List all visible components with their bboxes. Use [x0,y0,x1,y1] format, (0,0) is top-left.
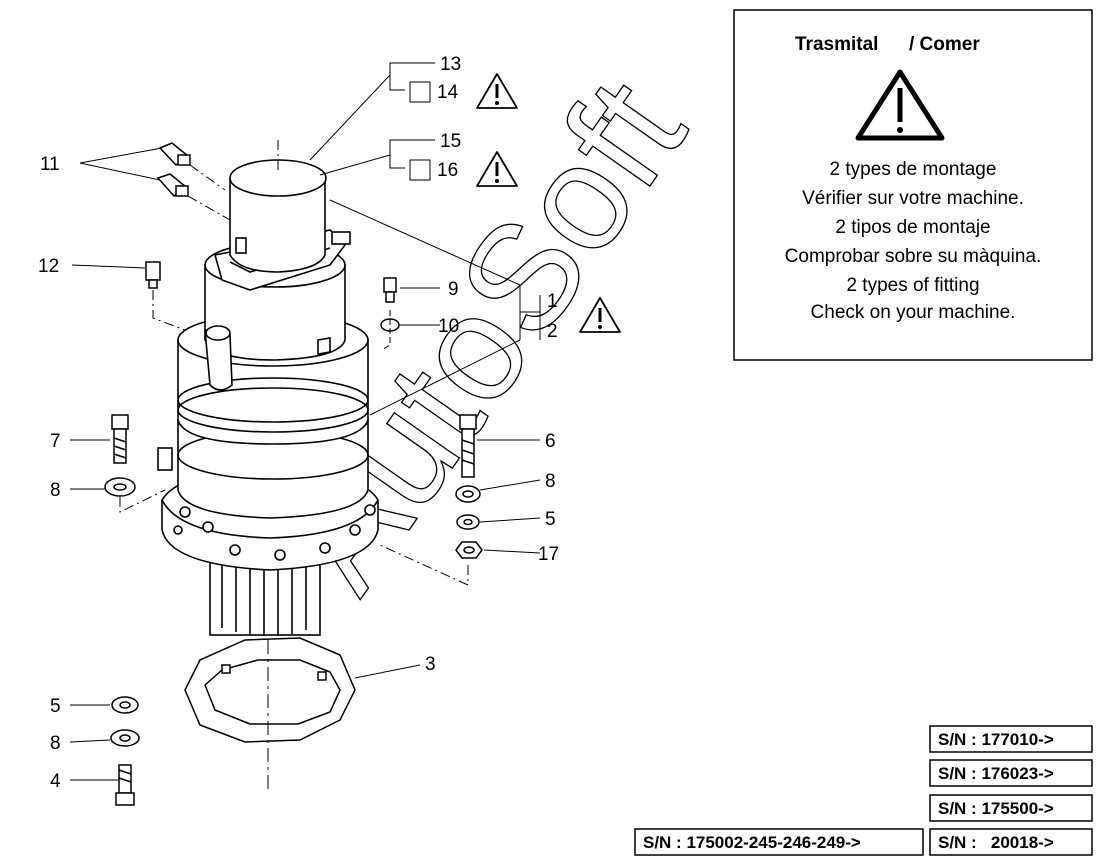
info-line-2: Vérifier sur votre machine. [802,188,1024,209]
callout-5-right: 5 [545,509,556,530]
callout-17: 17 [538,544,559,565]
serial-number-labels: S/N : 177010-> S/N : 176023-> S/N : 1755… [634,725,1093,856]
washer-8-bottom [110,729,140,747]
callout-8-bottom: 8 [50,733,61,754]
bolt-12 [145,261,161,289]
callout-2: 2 [547,321,558,342]
callout-4: 4 [50,771,61,792]
callout-8-left: 8 [50,480,61,501]
callout-14: 14 [437,82,459,103]
info-line-5: 2 types of fitting [846,275,979,296]
warning-triangle-icon [855,69,945,141]
info-title-right: / Comer [909,34,980,55]
callout-15: 15 [440,131,461,152]
fitting-11a [158,142,191,167]
bolt-4 [115,764,135,806]
bolt-7 [111,414,129,464]
nut-17 [455,541,483,559]
screw-9 [383,277,397,303]
leader-lines [69,62,541,790]
washer-5-right [456,514,480,530]
serial-label: S/N : 176023-> [938,764,1054,783]
callout-10: 10 [438,316,459,337]
callout-12: 12 [38,256,59,277]
info-title-left: Trasmital [795,34,878,55]
callout-13: 13 [440,54,461,75]
warning-triangle-icon [476,73,518,109]
serial-label: S/N : 177010-> [938,730,1054,749]
serial-label: S/N : 175500-> [938,799,1054,818]
callout-16: 16 [437,160,458,181]
callout-11: 11 [40,154,60,175]
callout-7: 7 [50,431,61,452]
fitting-11b [156,173,189,198]
callout-8-right: 8 [545,471,556,492]
warning-triangle-icon [579,297,621,333]
info-line-1: 2 types de montage [830,159,997,180]
callout-1: 1 [547,291,558,312]
callout-labels: 13 14 15 16 11 12 9 10 1 2 7 8 6 8 5 17 … [38,54,559,792]
small-parts [104,142,483,806]
bolt-6 [459,414,477,478]
serial-label: S/N : 175002-245-246-249-> [643,833,861,852]
callout-9: 9 [448,279,459,300]
info-box: Trasmital / Comer 2 types de montage Vér… [733,9,1093,361]
serial-label: S/N : 20018-> [938,833,1054,852]
washer-5-left [111,696,139,714]
info-line-4: Comprobar sobre su màquina. [785,246,1042,267]
lower-housing [177,419,369,519]
washer-8-right [455,485,481,503]
callout-5-left: 5 [50,696,61,717]
swing-motor-assembly [157,159,379,636]
washer-8-left [104,477,136,497]
info-line-6: Check on your machine. [811,302,1016,323]
warning-triangle-icon [476,151,518,187]
info-line-3: 2 tipos de montaje [835,217,990,238]
callout-3: 3 [425,654,436,675]
callout-6: 6 [545,431,556,452]
ring-3 [184,637,356,743]
brake-cylinder [229,177,326,273]
